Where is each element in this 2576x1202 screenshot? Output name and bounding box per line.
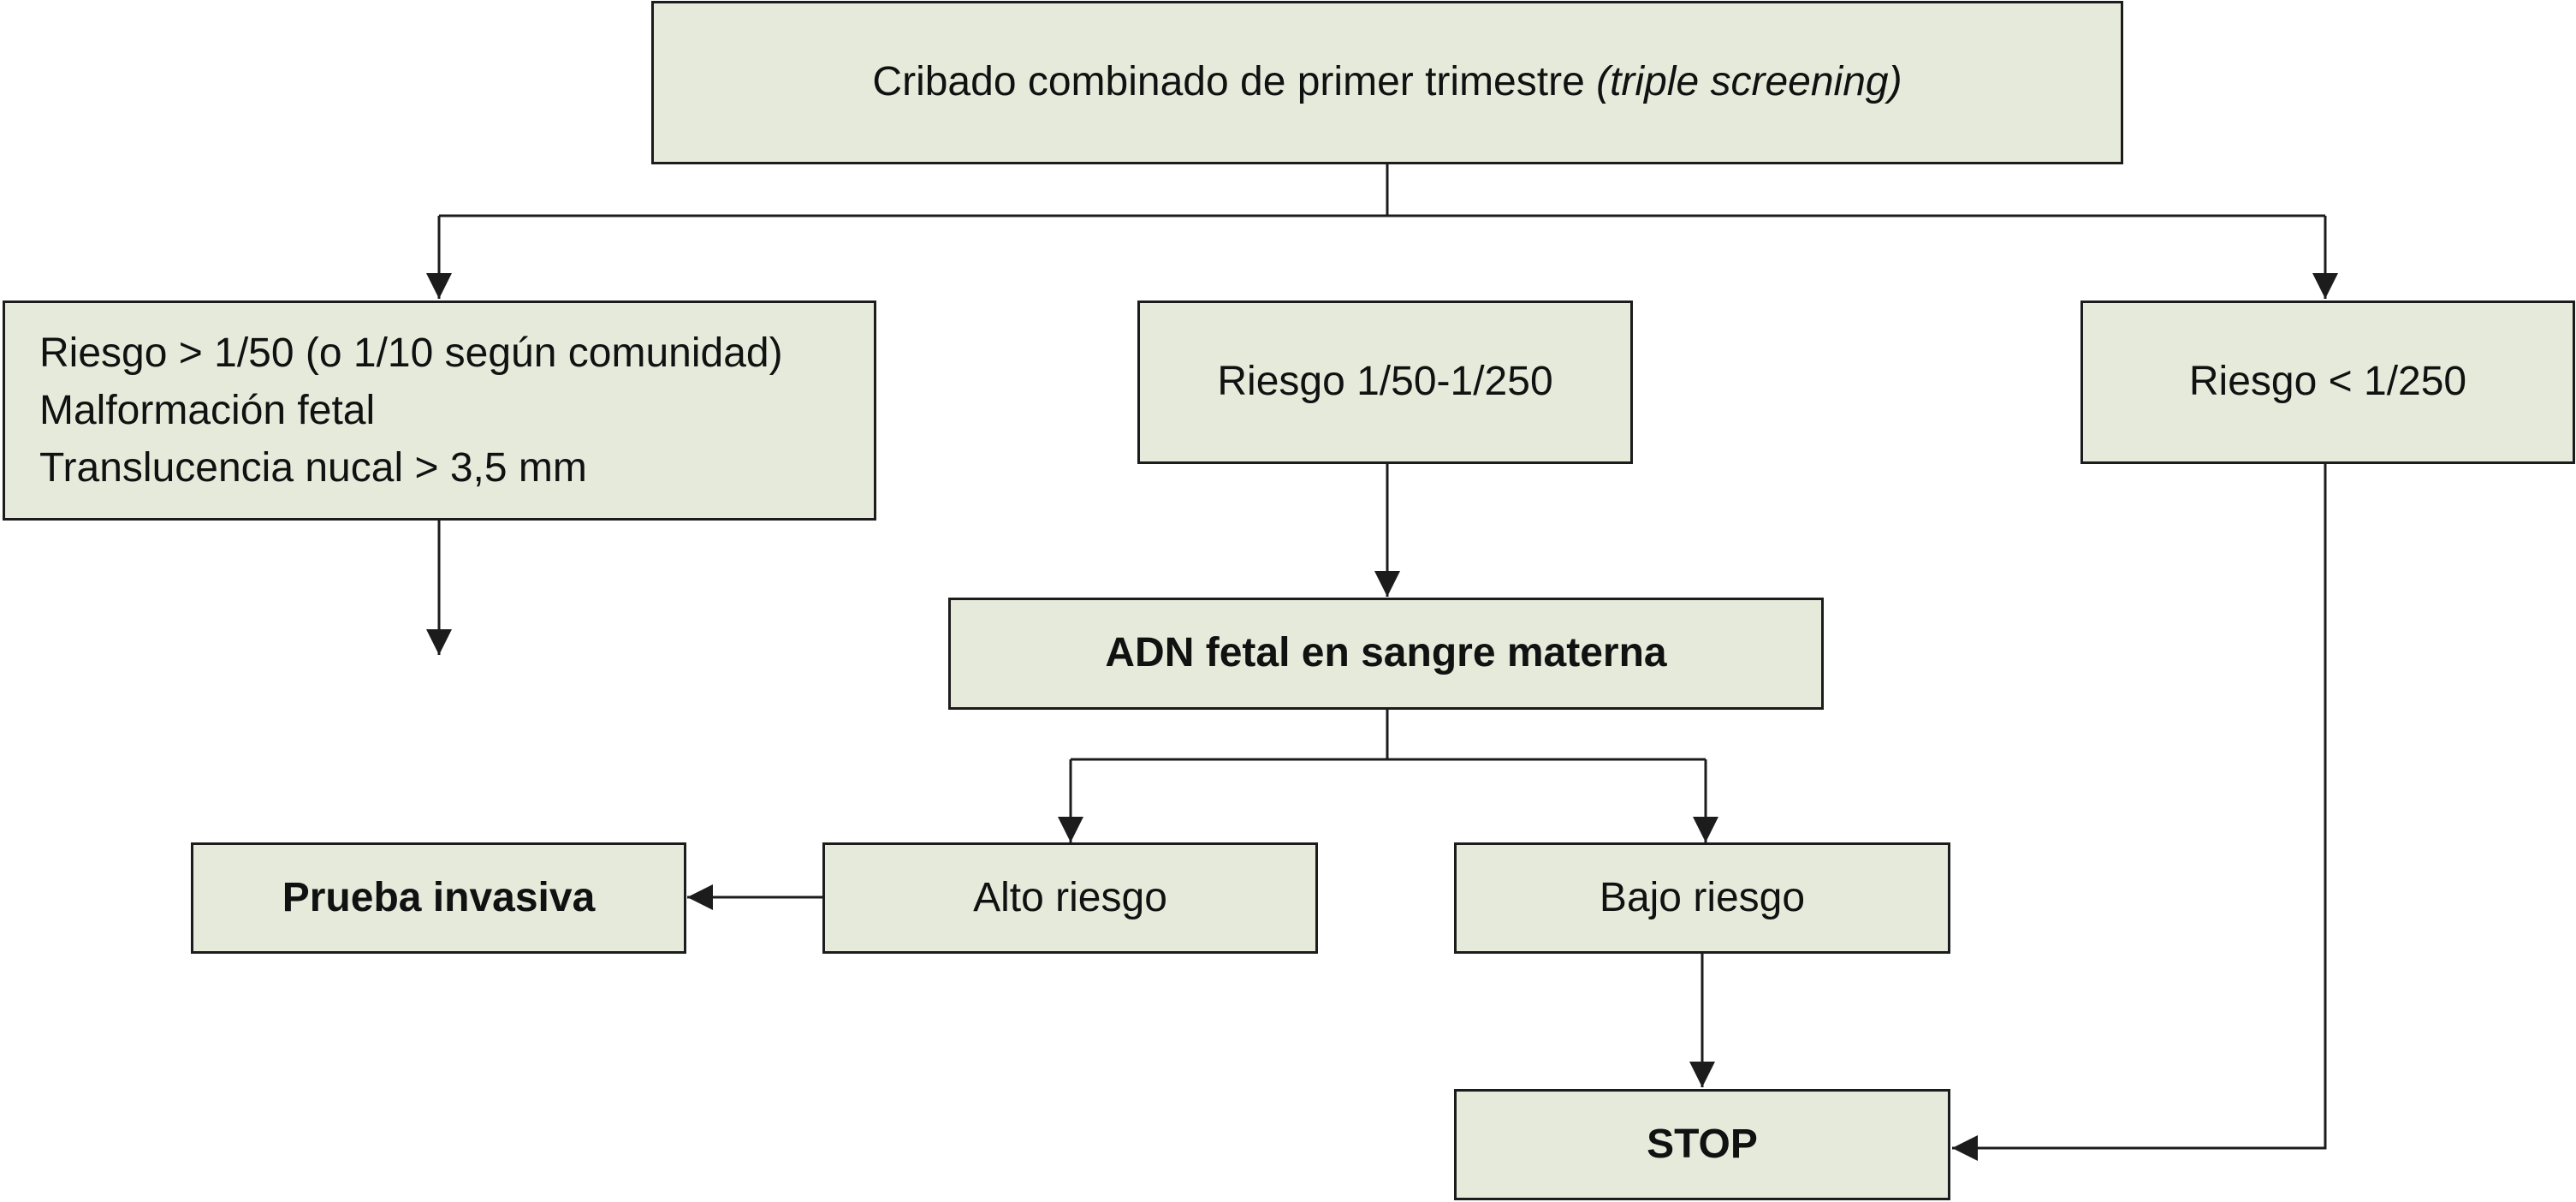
high-risk-line-1: Riesgo > 1/50 (o 1/10 según comunidad)	[39, 330, 783, 376]
root-italic-text: (triple screening)	[1596, 59, 1902, 105]
alto-riesgo-label: Alto riesgo	[973, 874, 1167, 920]
high-risk-lines: Riesgo > 1/50 (o 1/10 según comunidad) M…	[39, 324, 783, 497]
root-text: Cribado combinado de primer trimestre	[872, 59, 1585, 105]
stop-node: STOP	[1454, 1089, 1950, 1200]
bajo-riesgo-node: Bajo riesgo	[1454, 842, 1950, 954]
low-risk-label: Riesgo < 1/250	[2188, 359, 2467, 405]
dna-node: ADN fetal en sangre materna	[948, 598, 1824, 710]
stop-label: STOP	[1647, 1121, 1758, 1167]
arrow-low-to-stop	[1952, 463, 2327, 1161]
mid-risk-label: Riesgo 1/50-1/250	[1217, 359, 1553, 405]
dna-label: ADN fetal en sangre materna	[1105, 630, 1667, 676]
prueba-invasiva-node: Prueba invasiva	[191, 842, 686, 954]
high-risk-node: Riesgo > 1/50 (o 1/10 según comunidad) M…	[3, 300, 876, 521]
root-node: Cribado combinado de primer trimestre (t…	[651, 1, 2123, 164]
high-risk-line-3: Translucencia nucal > 3,5 mm	[39, 445, 587, 491]
low-risk-node: Riesgo < 1/250	[2080, 300, 2575, 464]
mid-risk-node: Riesgo 1/50-1/250	[1137, 300, 1633, 464]
prueba-invasiva-label: Prueba invasiva	[282, 874, 596, 920]
root-label: Cribado combinado de primer trimestre (t…	[872, 56, 1902, 109]
high-risk-line-2: Malformación fetal	[39, 388, 376, 433]
alto-riesgo-node: Alto riesgo	[822, 842, 1318, 954]
bajo-riesgo-label: Bajo riesgo	[1599, 874, 1806, 920]
